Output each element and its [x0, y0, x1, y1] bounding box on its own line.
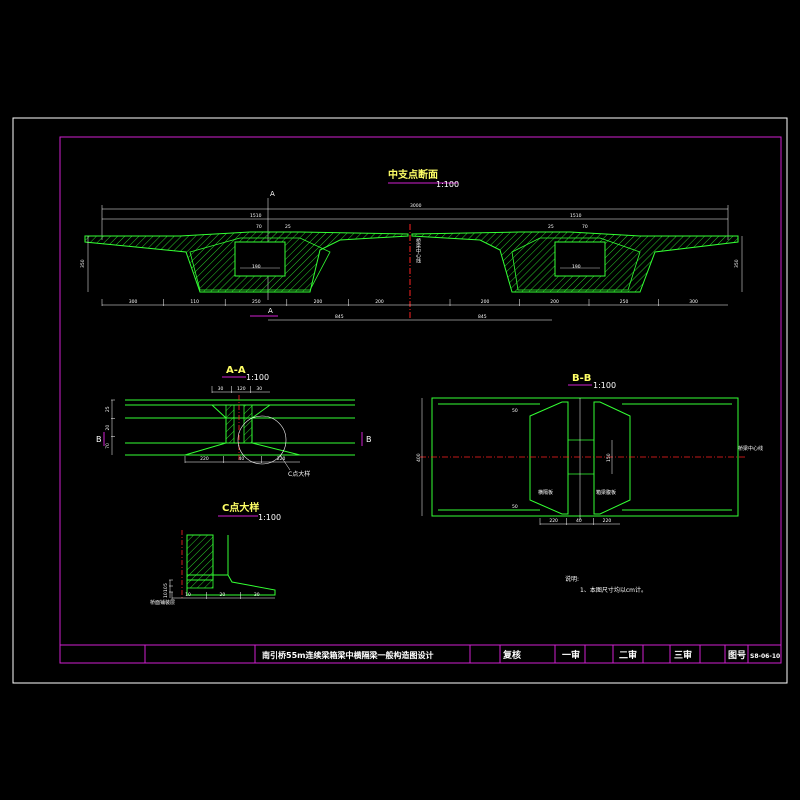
bb-diaphragm-right: [593, 401, 732, 515]
main-section-scale: 1:100: [436, 180, 459, 189]
left-top-dim: 70: [256, 224, 262, 230]
main-bottom-dim-left-5: 200: [375, 299, 384, 305]
aa-diaphragm: [184, 404, 301, 456]
review-label: 复核: [502, 649, 521, 661]
right-box-cell: [554, 241, 606, 277]
aa-bottom-dim-3: 220: [277, 456, 286, 462]
notes: 说明: 1、本图尺寸均以cm计。: [565, 575, 647, 594]
bottom-dims-left: 300 110 250 200 200: [101, 299, 384, 306]
main-section-title: 中支点断面: [388, 168, 438, 181]
main-bottom-dim-right-4: 300: [689, 299, 698, 305]
aa-top-dims: 30 120 30: [211, 386, 262, 393]
right-depth-dim: 350: [734, 259, 740, 268]
detail-c-scale: 1:100: [258, 513, 281, 522]
bb-height-dim: 400: [416, 453, 422, 462]
left-half-width-dim: 1510: [250, 213, 262, 219]
detail-c-bottom-dim-1: 10: [185, 592, 191, 598]
main-bottom-dim-left-2: 110: [190, 299, 199, 305]
detail-c-left-dim-1: 5: [163, 583, 169, 586]
main-bottom-dim-left-4: 200: [314, 299, 323, 305]
title-block: 南引桥55m连续梁箱梁中横隔梁一般构造图设计 复核 一审 二审 三审 图号 S8…: [59, 644, 782, 664]
bb-right-note: 箱梁腹板: [596, 489, 616, 496]
aa-top-dim-2: 120: [237, 386, 246, 392]
right-top-dim: 70: [582, 224, 588, 230]
cut-mark-a-top: A: [270, 190, 275, 198]
aa-left-dim-1: 25: [105, 406, 111, 412]
main-bottom-dim-right-1: 200: [481, 299, 490, 305]
cut-mark-b-left: B: [96, 435, 102, 444]
drawing-no: S8-06-10: [750, 653, 780, 660]
bb-bottom-dim-2: 40: [576, 518, 582, 524]
bb-left-note: 横隔板: [538, 489, 553, 496]
detail-c-left-dim-3: 10: [163, 592, 169, 598]
detail-c-flange: [186, 574, 276, 596]
main-section-view: 中支点断面 1:100 3000 1510 1510 A A 190 25 70…: [80, 168, 743, 321]
detail-c-callout-circle: [237, 415, 287, 465]
cut-mark-b-right: B: [366, 435, 372, 444]
bb-dim-bottom: 50: [512, 504, 518, 510]
drawing-title: 南引桥55m连续梁箱梁中横隔梁一般构造图设计: [262, 650, 433, 660]
left-depth-dim: 350: [80, 259, 86, 268]
cut-mark-a-bottom: A: [268, 307, 273, 315]
bb-bottom-dim-1: 220: [549, 518, 558, 524]
aa-left-dim-3: 70: [105, 443, 111, 449]
bb-centerline-label: 桥梁中心线: [738, 445, 763, 452]
aa-web-right: [243, 404, 253, 444]
notes-heading: 说明:: [565, 575, 579, 583]
detail-c-pad: [186, 579, 214, 589]
aa-top-dim-1: 30: [218, 386, 224, 392]
bottom-span-left: 845: [335, 314, 344, 320]
detail-c-title: C点大样: [222, 501, 259, 514]
main-bottom-dim-right-3: 250: [620, 299, 629, 305]
outer-frame: [12, 117, 788, 684]
section-bb-title: B-B: [572, 373, 591, 384]
bb-bottom-dim-3: 220: [603, 518, 612, 524]
aa-bottom-dims: 220 40 220: [184, 456, 286, 463]
detail-c-bottom-dims: 10 20 30: [171, 592, 260, 599]
aa-bottom-dim-2: 40: [239, 456, 245, 462]
bb-diaphragm-left: [438, 401, 569, 515]
main-bottom-dim-left-3: 250: [252, 299, 261, 305]
bb-bottom-dims: 220 40 220: [539, 518, 612, 525]
detail-c-note: 桥面铺装层: [150, 599, 175, 606]
main-bottom-dim-right-2: 200: [550, 299, 559, 305]
detail-c-left-dim-2: 10: [163, 586, 169, 592]
right-box-inner-dim: 190: [572, 264, 581, 270]
section-bb-view: B-B 1:100 桥梁中心线 400 150 50 50 横隔板 箱梁腹板 2…: [416, 373, 763, 525]
aa-top-dim-3: 30: [256, 386, 262, 392]
first-review-label: 一审: [562, 649, 580, 661]
third-review-label: 三审: [674, 649, 692, 661]
section-aa-view: A-A 1:100 30 120 30 220 40 220 25 20 70 B B C点…: [96, 365, 372, 478]
detail-c-web: [186, 534, 214, 581]
bb-dim-top: 50: [512, 408, 518, 414]
right-half-width-dim: 1510: [570, 213, 582, 219]
aa-web-left: [225, 404, 235, 444]
notes-line-1: 1、本图尺寸均以cm计。: [580, 586, 647, 594]
aa-bottom-dim-1: 220: [200, 456, 209, 462]
left-deck-dim: 25: [285, 224, 291, 230]
second-review-label: 二审: [619, 649, 637, 661]
detail-c-bottom-dim-3: 30: [254, 592, 260, 598]
detail-c-callout: C点大样: [288, 470, 310, 478]
left-box-inner-dim: 190: [252, 264, 261, 270]
bottom-span-right: 845: [478, 314, 487, 320]
aa-left-dims: 25 20 70: [105, 399, 115, 449]
left-box-cell: [234, 241, 286, 277]
section-bb-scale: 1:100: [593, 381, 616, 390]
overall-width-dim: 3000: [410, 203, 422, 209]
drawing-no-label: 图号: [728, 650, 746, 661]
bottom-dims-right: 200 200 250 300: [449, 299, 698, 306]
main-bottom-dim-left-1: 300: [129, 299, 138, 305]
section-aa-scale: 1:100: [246, 373, 269, 382]
detail-c-bottom-dim-2: 20: [220, 592, 226, 598]
bb-inner-height-dim: 150: [606, 453, 612, 462]
right-deck-dim: 25: [548, 224, 554, 230]
aa-left-dim-2: 20: [105, 425, 111, 431]
section-aa-title: A-A: [226, 365, 246, 376]
centerline-label: 桥梁中心线: [415, 237, 421, 263]
